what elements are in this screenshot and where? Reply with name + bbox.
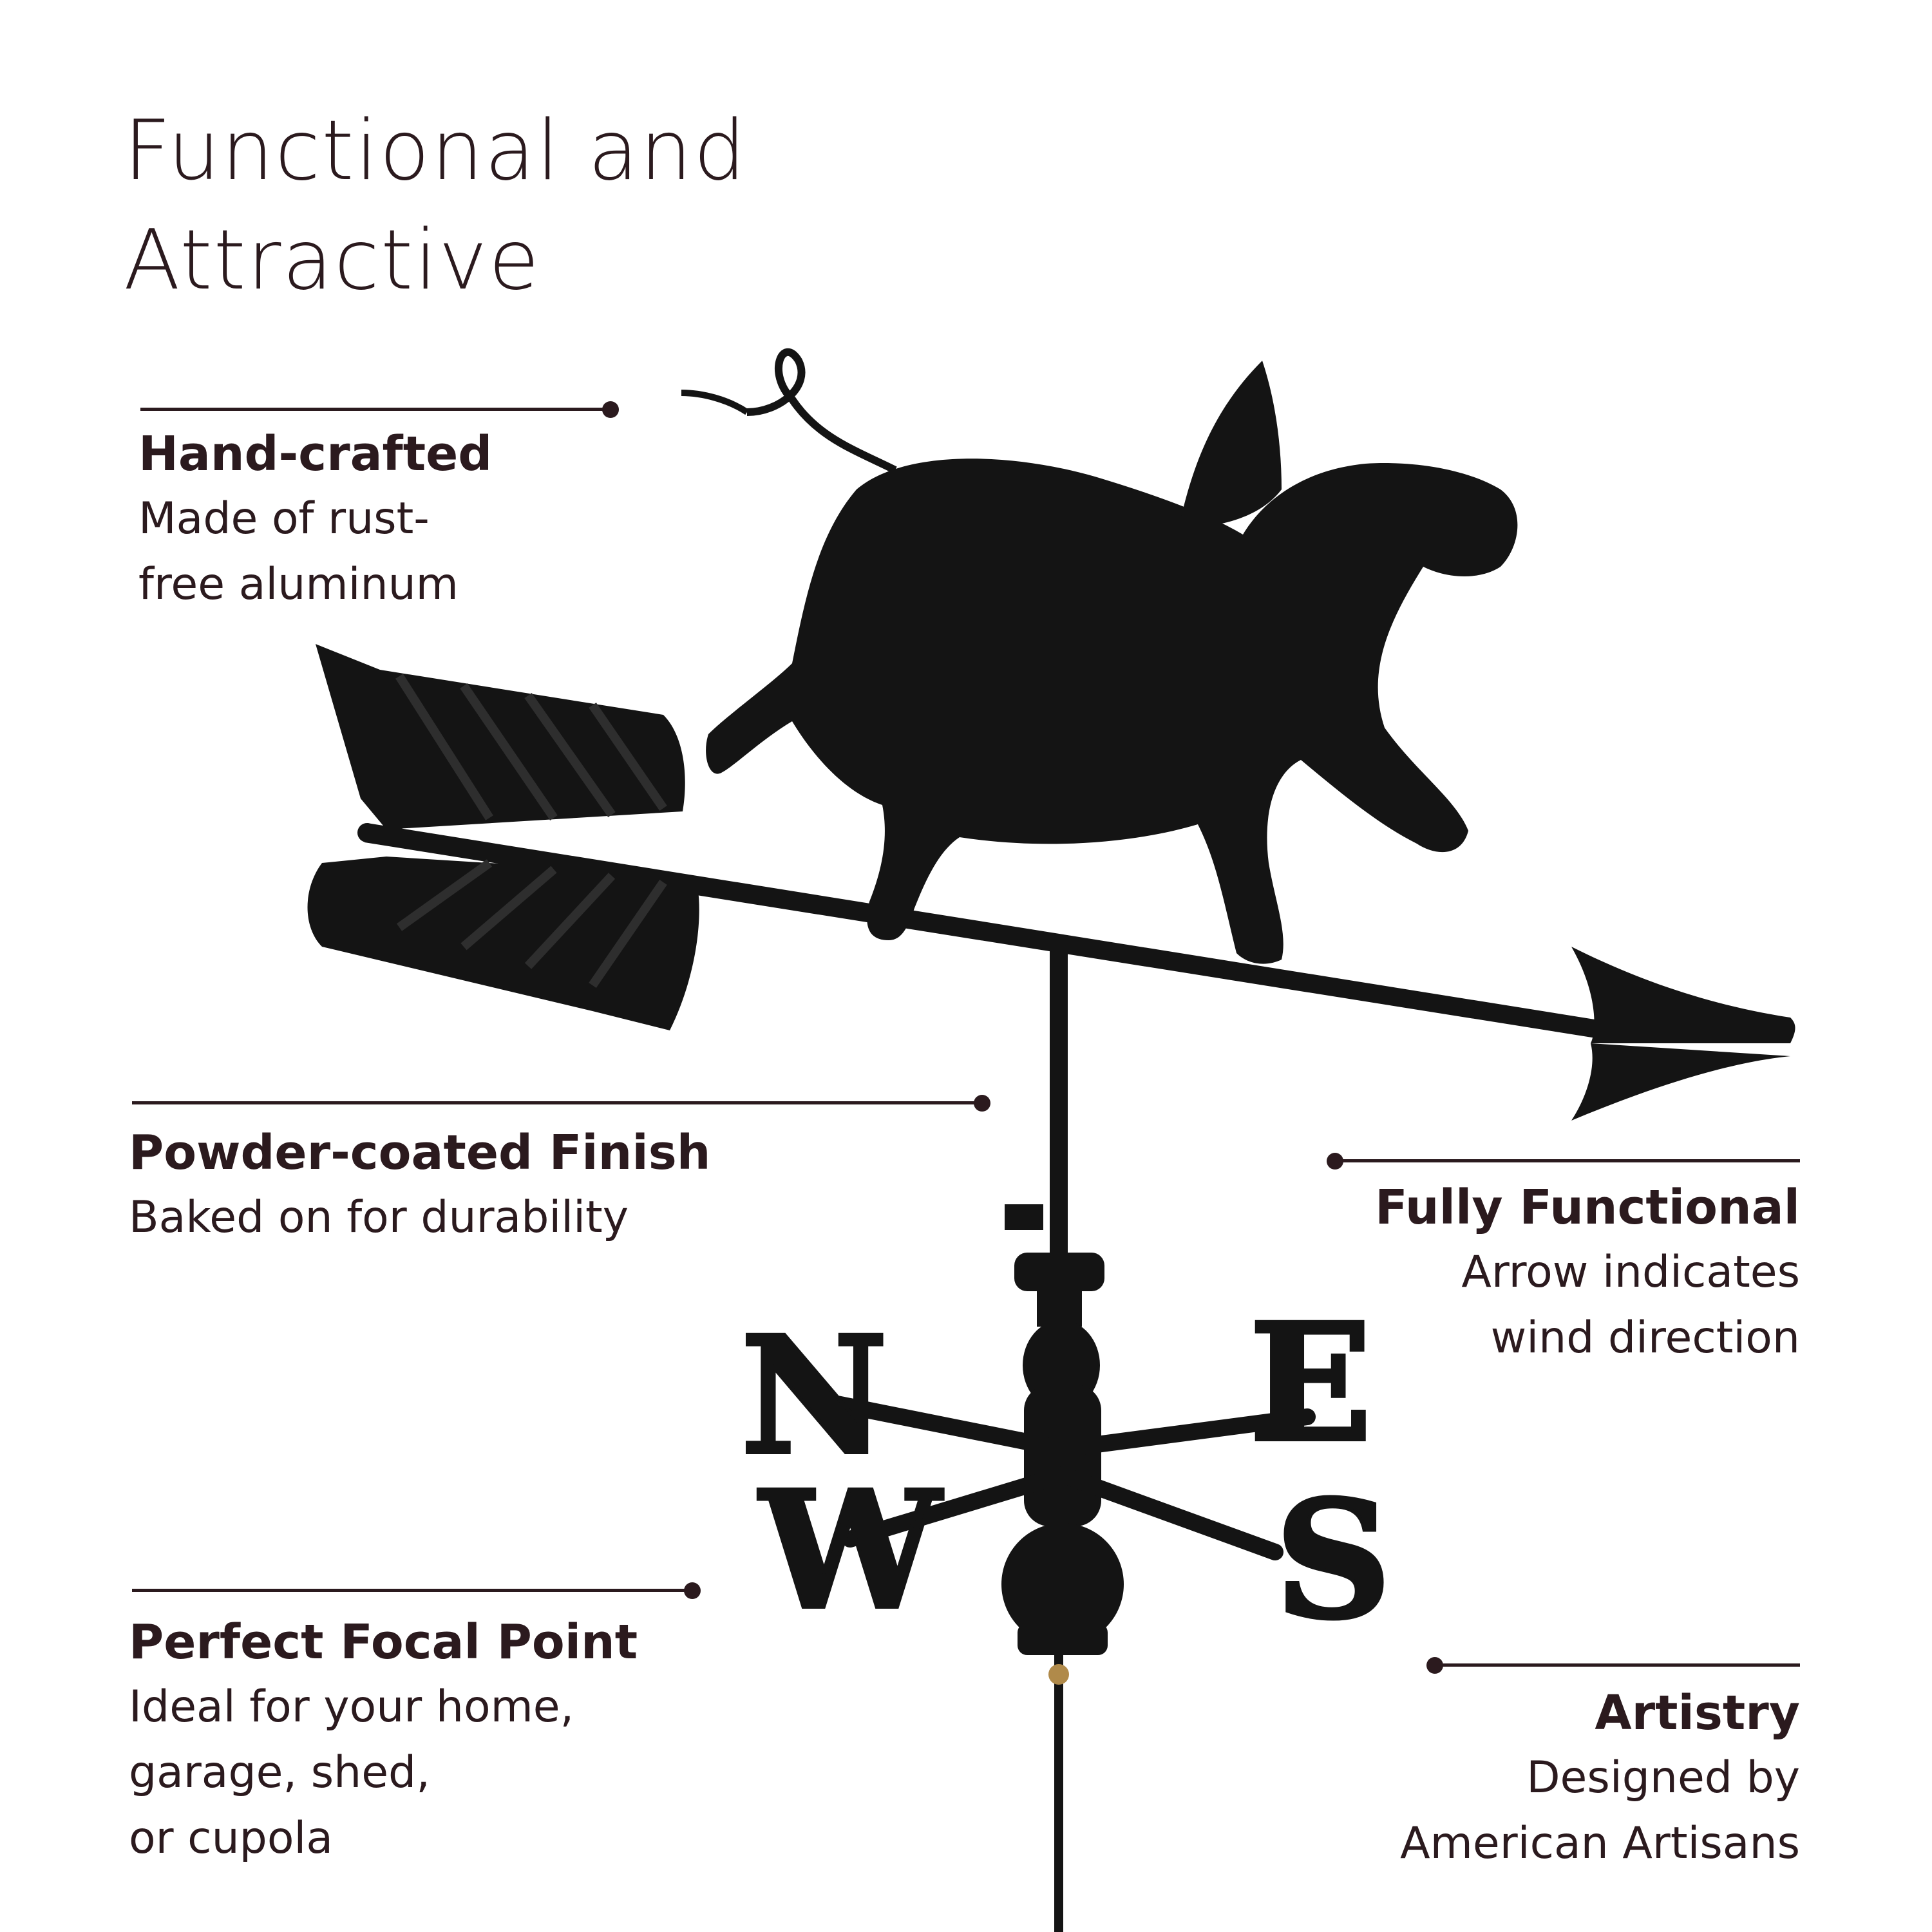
callout-description: or cupola bbox=[129, 1813, 333, 1864]
compass-e-label: E bbox=[1249, 1288, 1372, 1477]
mounting-rod bbox=[1054, 1623, 1063, 1932]
compass-n-label: N bbox=[741, 1301, 888, 1490]
arrow-post bbox=[1050, 940, 1068, 1301]
callout-leader-line bbox=[1435, 1663, 1800, 1667]
callout-description: Made of rust- bbox=[138, 493, 430, 544]
callout-leader-line bbox=[1335, 1159, 1800, 1162]
callout-description: Baked on for durability bbox=[129, 1192, 629, 1243]
callout-leader-dot bbox=[602, 401, 619, 418]
callout-description: free aluminum bbox=[138, 559, 459, 610]
arrow-tail-icon bbox=[307, 644, 699, 1030]
pig-icon bbox=[681, 348, 1518, 964]
page-title: Functional and Attractive bbox=[124, 97, 747, 316]
callout-description: Arrow indicates bbox=[1461, 1247, 1800, 1298]
callout-powder-coated: Powder-coated Finish Baked on for durabi… bbox=[129, 1121, 710, 1251]
callout-heading: Perfect Focal Point bbox=[129, 1615, 638, 1670]
callout-focal-point: Perfect Focal Point Ideal for your home,… bbox=[129, 1610, 638, 1871]
callout-leader-dot bbox=[684, 1582, 701, 1599]
callout-description: American Artisans bbox=[1400, 1818, 1800, 1869]
callout-heading: Fully Functional bbox=[1375, 1180, 1800, 1235]
arrow-head-icon bbox=[1571, 947, 1795, 1121]
compass-s-label: S bbox=[1275, 1465, 1392, 1654]
callout-heading: Hand-crafted bbox=[138, 426, 493, 482]
callout-fully-functional: Fully Functional Arrow indicates wind di… bbox=[1375, 1175, 1800, 1371]
callout-leader-line bbox=[140, 408, 611, 411]
title-line-2: Attractive bbox=[124, 213, 541, 308]
callout-artistry: Artistry Designed by American Artisans bbox=[1400, 1681, 1800, 1877]
callout-heading: Artistry bbox=[1595, 1685, 1800, 1741]
compass-directionals: N E W S bbox=[739, 1204, 1394, 1656]
callout-description: garage, shed, bbox=[129, 1747, 430, 1798]
callout-leader-line bbox=[132, 1101, 982, 1104]
callout-heading: Powder-coated Finish bbox=[129, 1125, 711, 1180]
brass-bearing bbox=[1048, 1664, 1069, 1685]
callout-description: Ideal for your home, bbox=[129, 1681, 574, 1732]
callout-hand-crafted: Hand-crafted Made of rust- free aluminum bbox=[138, 422, 492, 618]
callout-description: wind direction bbox=[1490, 1312, 1800, 1363]
callout-leader-line bbox=[132, 1589, 692, 1592]
callout-leader-dot bbox=[974, 1095, 990, 1112]
title-line-1: Functional and bbox=[124, 103, 747, 199]
compass-w-label: W bbox=[758, 1455, 943, 1645]
callout-description: Designed by bbox=[1526, 1752, 1800, 1803]
